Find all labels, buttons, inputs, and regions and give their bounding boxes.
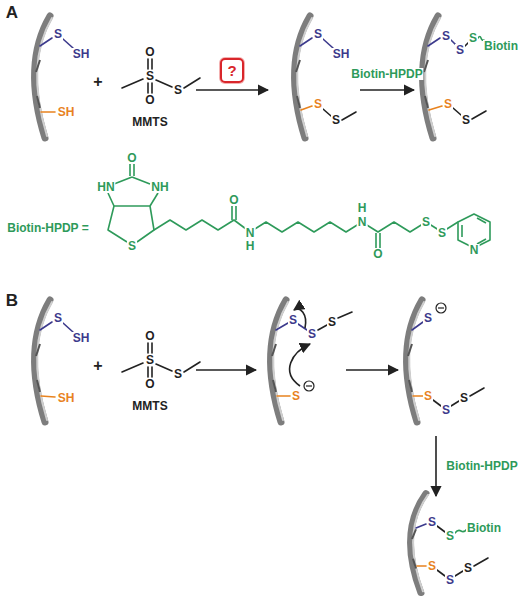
atom-label: O: [144, 378, 155, 390]
atom-label: S: [313, 28, 323, 40]
atom-label: O: [228, 194, 239, 206]
reagent-label: Biotin: [466, 522, 502, 534]
atom-label: N: [245, 227, 256, 239]
atom-label: S: [291, 390, 301, 402]
atom-label: N: [469, 244, 480, 256]
atom-label: S: [145, 70, 155, 82]
atom-label: S: [53, 312, 63, 324]
atom-label: SH: [57, 106, 76, 118]
reagent-label: Biotin-HPDP: [350, 68, 423, 80]
atom-label: S: [421, 216, 431, 228]
atom-label: SH: [72, 48, 91, 60]
atom-label: SH: [332, 48, 351, 60]
panel-letter: A: [5, 4, 19, 21]
atom-label: S: [427, 516, 437, 528]
plus-sign: +: [92, 74, 103, 90]
atom-label: S: [468, 32, 478, 44]
reagent-label: MMTS: [131, 400, 168, 412]
atom-label: SH: [57, 392, 76, 404]
reagent-label: MMTS: [131, 116, 168, 128]
atom-label: S: [307, 328, 317, 340]
atom-label: O: [144, 94, 155, 106]
atom-label: S: [331, 114, 341, 126]
atom-label: S: [445, 530, 455, 542]
atom-label: S: [455, 44, 465, 56]
atom-label: S: [173, 84, 183, 96]
charges: [304, 303, 446, 391]
atom-label: S: [327, 316, 337, 328]
atom-label: S: [443, 98, 453, 110]
plus-sign: +: [92, 358, 103, 374]
atom-label: S: [288, 314, 298, 326]
atom-label: S: [441, 30, 451, 42]
atom-label: O: [144, 330, 155, 342]
atom-label: S: [423, 312, 433, 324]
biotin-hpdp-structure: [108, 164, 490, 248]
atom-label: S: [313, 98, 323, 110]
atom-label: S: [423, 390, 433, 402]
atom-label: S: [441, 404, 451, 416]
atom-label: O: [144, 46, 155, 58]
dna-strands: [34, 16, 440, 593]
atom-label: SH: [72, 332, 91, 344]
atom-label: S: [459, 392, 469, 404]
reagent-label: Biotin: [483, 40, 519, 52]
atom-label: S: [445, 574, 455, 586]
atom-label: H: [245, 240, 256, 252]
atom-label: HN: [96, 181, 115, 193]
reaction-arrows: [196, 90, 436, 496]
unknown-condition-box: ?: [220, 58, 244, 83]
atom-label: O: [126, 152, 137, 164]
panel-letter: B: [5, 292, 19, 309]
atom-label: S: [437, 227, 447, 239]
atom-label: S: [461, 114, 471, 126]
atom-label: S: [427, 560, 437, 572]
atom-label: NH: [150, 181, 169, 193]
reagent-label: Biotin-HPDP: [445, 460, 518, 472]
bonds: [40, 37, 488, 577]
atom-label: O: [372, 248, 383, 260]
atom-label: S: [53, 28, 63, 40]
atom-label: S: [127, 240, 137, 252]
atom-label: S: [145, 354, 155, 366]
question-mark: ?: [227, 63, 236, 78]
atom-label: N: [357, 216, 368, 228]
reagent-label: Biotin-HPDP =: [6, 222, 89, 234]
atom-label: S: [173, 368, 183, 380]
atom-label: H: [357, 202, 368, 214]
atom-label: S: [463, 562, 473, 574]
